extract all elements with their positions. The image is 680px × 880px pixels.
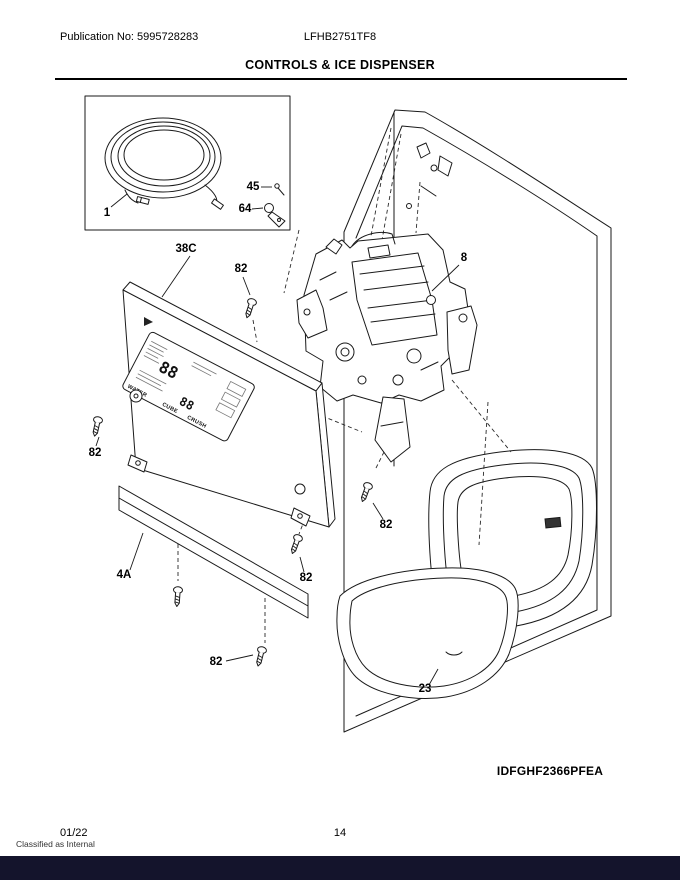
publication-number: Publication No: 5995728283 <box>60 31 199 43</box>
mounting-tabs <box>127 454 311 527</box>
callout-82-bottom: 82 <box>210 656 223 668</box>
screw-icon <box>287 532 304 556</box>
bottom-bar <box>0 856 680 880</box>
recess-latch-part <box>544 516 562 529</box>
callout-82-top: 82 <box>235 263 248 275</box>
screw-icon <box>89 415 104 438</box>
screw-icon <box>171 585 184 608</box>
water-tube-coil <box>104 117 224 210</box>
callout-64: 64 <box>239 203 252 215</box>
footer-page-number: 14 <box>333 827 347 839</box>
drip-tray <box>336 567 519 699</box>
trim-strip <box>118 485 309 619</box>
classification-label: Classified as Internal <box>16 839 95 849</box>
control-panel: 88 88 WATER CUBE CRUSH <box>122 281 336 528</box>
title-rule <box>55 78 627 80</box>
callout-45: 45 <box>247 181 260 193</box>
callout-1: 1 <box>104 207 111 219</box>
water-tube-box <box>84 95 291 231</box>
footer-date: 01/22 <box>60 827 88 839</box>
callout-23: 23 <box>419 683 432 695</box>
screw-icon <box>242 297 258 320</box>
callout-82-right: 82 <box>380 519 393 531</box>
indicator-triangle-icon <box>144 317 153 326</box>
leader-lines <box>95 186 460 686</box>
screw-pin-45 <box>274 183 285 196</box>
diagram-part-code: IDFGHF2366PFEA <box>496 764 604 778</box>
callout-38C: 38C <box>175 243 196 255</box>
hinge-details <box>406 142 453 209</box>
screw-icon <box>357 480 374 504</box>
ice-chute <box>374 396 411 463</box>
panel-lower-circle <box>294 483 306 495</box>
screw-icon <box>253 645 268 668</box>
callout-labels: 1 45 64 38C 82 8 82 82 82 82 4A 23 <box>89 181 468 695</box>
callout-8: 8 <box>461 252 468 264</box>
callout-82-left: 82 <box>89 447 102 459</box>
dispenser-module <box>296 232 478 463</box>
callout-82-mid: 82 <box>300 572 313 584</box>
callout-4A: 4A <box>117 569 132 581</box>
panel-button-circle <box>129 389 143 403</box>
tube-clamp-64 <box>264 203 286 228</box>
display-digits-bottom: 88 <box>177 394 196 413</box>
page-title: CONTROLS & ICE DISPENSER <box>245 58 435 72</box>
model-number: LFHB2751TF8 <box>303 31 377 43</box>
